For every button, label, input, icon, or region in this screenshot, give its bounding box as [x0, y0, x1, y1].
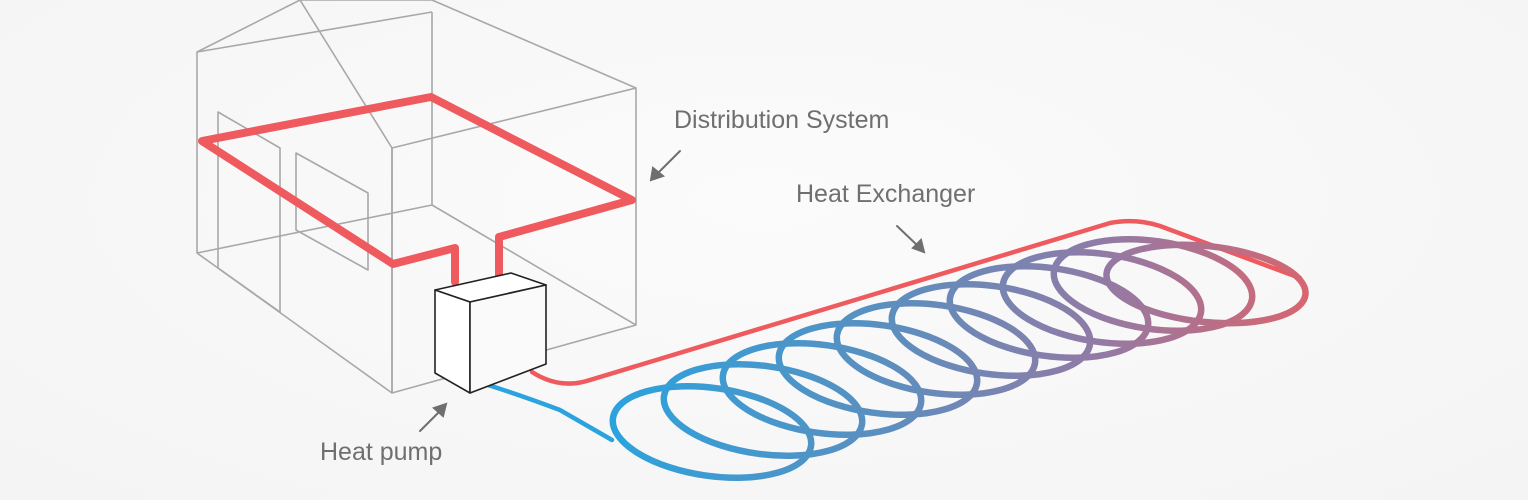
heat-pump-arrow: [419, 409, 442, 432]
exchanger-hot-line: [529, 218, 1303, 386]
floor-back: [196, 204, 433, 254]
label-arrows: [419, 150, 926, 432]
coil-loop: [833, 300, 1039, 398]
heat-pump-front: [434, 289, 471, 394]
heat-pump-arrow-head: [432, 402, 448, 418]
coil-loop: [1050, 236, 1256, 334]
coil-loop: [775, 320, 981, 418]
distribution-pipe: [198, 93, 636, 286]
heat-pump-unit: [434, 272, 547, 394]
exchanger-cold-line: [485, 382, 615, 443]
exchanger-arrow: [896, 225, 919, 247]
coil-loop: [719, 340, 925, 438]
distribution-system-label: Distribution System: [674, 106, 890, 134]
heat-pump-label: Heat pump: [320, 438, 443, 466]
distribution-arrow: [655, 150, 681, 176]
roof-back-eave: [196, 11, 433, 53]
house-outline: [196, 0, 637, 394]
heat-exchanger-label: Heat Exchanger: [796, 180, 976, 208]
exchanger-arrow-head: [911, 238, 926, 254]
distribution-arrow-head: [649, 166, 666, 182]
heat-exchanger-coil: [609, 236, 1309, 481]
coil-loop: [660, 361, 866, 459]
coil-loop: [609, 383, 815, 481]
heat-pump-side: [469, 284, 547, 394]
house-window-left: [217, 111, 281, 313]
coil-loop: [1103, 241, 1309, 327]
floor-side: [431, 204, 637, 326]
roof-far-edge: [431, 0, 637, 89]
coil-loop: [999, 249, 1205, 347]
